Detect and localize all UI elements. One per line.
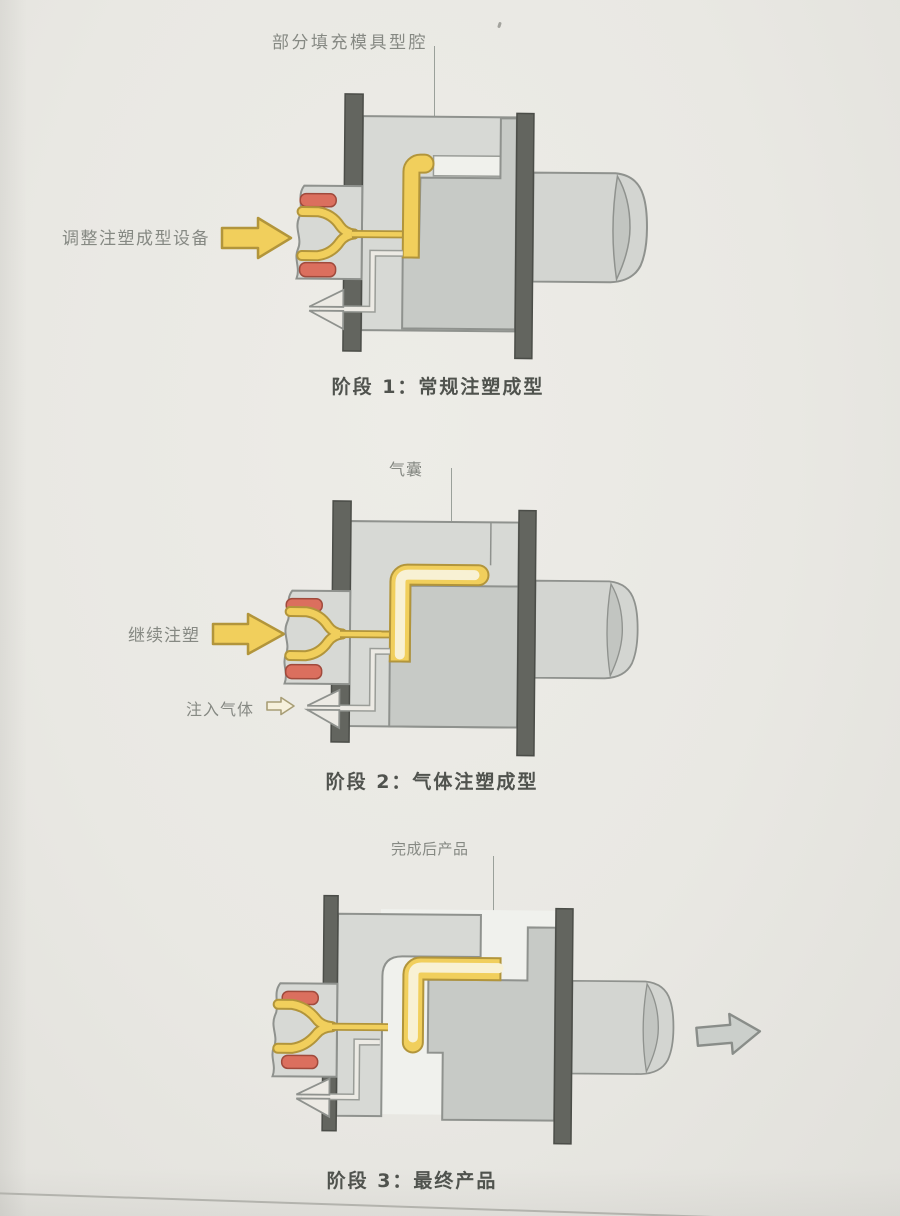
- stage1-heater-band-top: [299, 192, 337, 208]
- stage1-melt-runner: [296, 206, 403, 262]
- stage2-top-label: 气囊: [389, 460, 424, 479]
- stage3-clamp-cylinder: [570, 979, 675, 1075]
- stage2-clamp-cylinder: [533, 579, 639, 680]
- stage3-gas-injector-upper: [296, 1077, 331, 1096]
- stage1-clamp-cylinder: [531, 171, 648, 284]
- stage3-mold-diagram: [271, 894, 675, 1145]
- stage1-heater-band-bottom: [298, 261, 337, 278]
- stage3-right-platen-bar: [553, 907, 574, 1145]
- stage3-eject-arrow-icon: [695, 1012, 762, 1055]
- stage2-right-platen-bar: [516, 509, 537, 757]
- stage3-heater-band-bottom: [280, 1054, 319, 1070]
- stage1-side-label: 调整注塑成型设备: [62, 229, 210, 249]
- stage2-leader-line: [451, 468, 452, 572]
- stage1-gas-channel: [319, 249, 403, 313]
- stage3-leader-line: [493, 856, 494, 956]
- stage3-top-label: 完成后产品: [391, 840, 469, 858]
- stage3-melt-runner: [272, 998, 389, 1054]
- stage2-gas-injector-upper: [306, 688, 341, 707]
- stage2-melt-runner: [284, 606, 391, 662]
- stage1-leader-line: [434, 46, 435, 158]
- page-edge-line: [0, 1192, 900, 1216]
- stage1-right-platen-bar: [514, 112, 535, 360]
- stage3-caption: 阶段 3：最终产品: [326, 1170, 498, 1192]
- stage2-gas-arrow-icon: [266, 696, 295, 716]
- stage1-empty-cavity: [432, 154, 502, 178]
- stage1-partial-melt-fill: [401, 153, 435, 259]
- stage2-gas-label: 注入气体: [186, 700, 255, 719]
- stage3-hollow-gas-core: [407, 962, 504, 1043]
- stage2-caption: 阶段 2：气体注塑成型: [325, 771, 539, 793]
- stage2-gas-bubble: [394, 569, 480, 660]
- stage1-injection-arrow-icon: [220, 216, 293, 260]
- stage2-gas-channel: [307, 647, 390, 712]
- stage1-top-label: 部分填充模具型腔: [272, 33, 428, 53]
- stage2-injection-arrow-icon: [211, 612, 286, 656]
- stage2-mold-diagram: [283, 500, 639, 757]
- stage3-gas-channel: [301, 1038, 380, 1101]
- stage1-gas-injector-upper: [308, 288, 345, 308]
- stage1-gas-injector-lower: [308, 309, 345, 331]
- stage2-gas-injector-lower: [303, 708, 341, 730]
- stage2-side-label: 继续注塑: [128, 626, 200, 646]
- stage1-mold-diagram: [295, 93, 648, 360]
- stage3-gas-injector-lower: [295, 1097, 331, 1119]
- stage2-heater-band-bottom: [284, 663, 323, 680]
- stage1-caption: 阶段 1：常规注塑成型: [331, 376, 545, 398]
- dust-speck: [497, 21, 502, 29]
